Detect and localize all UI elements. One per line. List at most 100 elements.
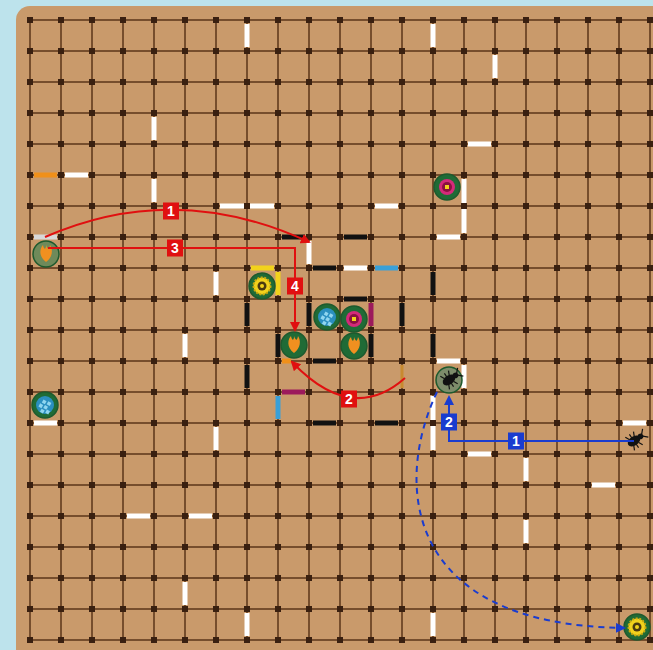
grid-dot (492, 606, 498, 612)
grid-dot (523, 327, 529, 333)
grid-dot (58, 172, 64, 178)
grid-dot (337, 637, 343, 643)
grid-dot (151, 296, 157, 302)
grid-dot (647, 606, 653, 612)
grid-dot (244, 327, 250, 333)
grid-dot (89, 48, 95, 54)
grid-dot (182, 451, 188, 457)
grid-dot (368, 141, 374, 147)
grid-dot (120, 17, 126, 23)
grid-dot (89, 110, 95, 116)
grid-dot (461, 482, 467, 488)
grid-dot (337, 451, 343, 457)
grid-dot (399, 234, 405, 240)
grid-dot (27, 358, 33, 364)
grid-dot (182, 172, 188, 178)
grid-dot (89, 358, 95, 364)
grid-dot (647, 265, 653, 271)
wall-segment (462, 179, 467, 233)
grid-dot (182, 110, 188, 116)
grid-dot (337, 110, 343, 116)
grid-dot (492, 17, 498, 23)
grid-dot (213, 48, 219, 54)
grid-dot (585, 265, 591, 271)
grid-dot (182, 358, 188, 364)
grid-dot (27, 637, 33, 643)
grid-dot (306, 389, 312, 395)
grid-dot (27, 265, 33, 271)
tile-disc (318, 308, 336, 326)
grid-dot (275, 513, 281, 519)
grid-dot (306, 575, 312, 581)
wall-segment (375, 204, 398, 209)
beetle-leg (636, 444, 638, 447)
grid-dot (213, 141, 219, 147)
grid-dot (492, 234, 498, 240)
grid-dot (337, 265, 343, 271)
grid-dot (523, 513, 529, 519)
grid-dot (306, 79, 312, 85)
flower-inner (442, 182, 452, 192)
grid-dot (151, 575, 157, 581)
grid-dot (337, 296, 343, 302)
grid-dot (430, 606, 436, 612)
grid-dot (182, 575, 188, 581)
grid-dot (120, 172, 126, 178)
grid-dot (616, 327, 622, 333)
grid-dot (120, 513, 126, 519)
grid-dot (306, 420, 312, 426)
grid-dot (306, 513, 312, 519)
grid-dot (244, 48, 250, 54)
wall-segment (282, 390, 305, 395)
grid-dot (27, 234, 33, 240)
grid-dot (151, 17, 157, 23)
grid-dot (306, 327, 312, 333)
wall-segment (468, 452, 491, 457)
grid-dot (244, 389, 250, 395)
grid-dot (244, 358, 250, 364)
grid-dot (244, 203, 250, 209)
grid-dot (182, 265, 188, 271)
grid-dot (89, 544, 95, 550)
grid-dot (213, 637, 219, 643)
grid-dot (213, 358, 219, 364)
grid-dot (89, 420, 95, 426)
grid-dot (337, 482, 343, 488)
grid-dot (58, 265, 64, 271)
grid-dot (27, 203, 33, 209)
grid-dot (399, 420, 405, 426)
beetle-icon (439, 365, 465, 390)
grid-dot (120, 389, 126, 395)
grid-dot (58, 606, 64, 612)
grid-dot (151, 451, 157, 457)
grid-dot (306, 110, 312, 116)
grid-dot (58, 110, 64, 116)
token-base (434, 174, 460, 200)
grid-dot (213, 265, 219, 271)
grid-dot (616, 141, 622, 147)
grid-dot (399, 265, 405, 271)
tile-piece (38, 403, 43, 408)
grid-dot (585, 637, 591, 643)
grid-dot (151, 265, 157, 271)
grid-dot (244, 234, 250, 240)
wall-segment (344, 297, 367, 302)
leaf-icon (348, 337, 360, 354)
grid-dot (337, 606, 343, 612)
tile-piece (325, 317, 330, 322)
grid-dot (275, 17, 281, 23)
grid-dot (399, 575, 405, 581)
wall-segment (183, 582, 188, 605)
wall-segment (276, 334, 281, 357)
beetle-leg (625, 436, 629, 440)
sunflower-center (633, 623, 642, 632)
grid-dot (492, 265, 498, 271)
game-token (434, 174, 460, 200)
grid-dot (430, 358, 436, 364)
grid-dot (213, 110, 219, 116)
grid-dot (275, 389, 281, 395)
grid-dot (58, 296, 64, 302)
tile-piece (324, 312, 329, 317)
grid-dot (461, 48, 467, 54)
game-token (281, 332, 307, 358)
